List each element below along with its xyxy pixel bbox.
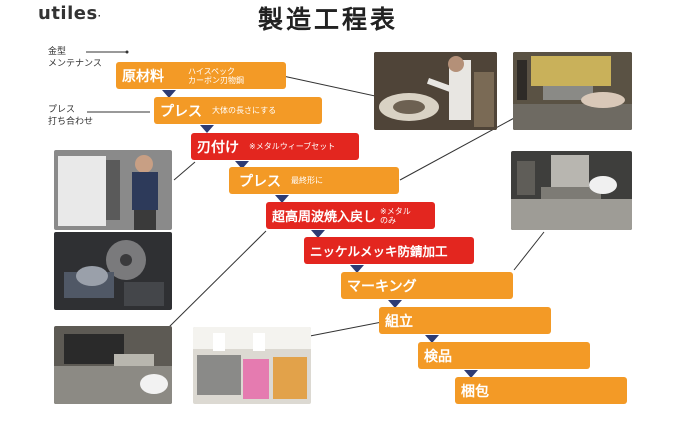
step-label: ニッケルメッキ防錆加工: [310, 244, 448, 259]
down-arrow-icon: [311, 230, 325, 238]
step-label: 原材料: [122, 68, 164, 85]
down-arrow-icon: [350, 265, 364, 273]
down-arrow-icon: [425, 335, 439, 343]
brand-logo: utiles.: [38, 3, 101, 24]
step-label: 組立: [385, 313, 413, 330]
down-arrow-icon: [275, 195, 289, 203]
down-arrow-icon: [162, 90, 176, 98]
step-note: 大体の長さにする: [212, 106, 277, 115]
step-label: プレス: [160, 103, 202, 120]
note-mold-line2: メンテナンス: [48, 59, 102, 69]
down-arrow-icon: [388, 300, 402, 308]
step-note: 最終形に: [291, 176, 323, 185]
photo-marking-machine: [54, 326, 172, 404]
page-title: 製造工程表: [258, 5, 399, 34]
step-assembly: 組立: [379, 307, 551, 334]
step-marking: マーキング: [341, 272, 513, 299]
photo-press-machine-1: [513, 52, 632, 130]
step-label: 検品: [424, 348, 452, 365]
note-press-line2: 打ち合わせ: [48, 117, 94, 127]
step-label: 超高周波焼入戻し: [272, 210, 377, 225]
photo-assembly-parts: [193, 327, 311, 404]
photo-raw-material-handling: [374, 52, 497, 130]
step-label: プレス: [239, 173, 281, 190]
step-label: 梱包: [461, 383, 489, 400]
step-note: ハイスペック カーボン刃物鋼: [188, 66, 244, 85]
note-mold-line1: 金型: [48, 47, 67, 57]
photo-press-machine-2: [511, 151, 632, 230]
step-packing: 梱包: [455, 377, 627, 404]
step-label: 刃付け: [197, 139, 239, 156]
down-arrow-icon: [200, 125, 214, 133]
step-press-2: プレス 最終形に: [229, 167, 399, 194]
photo-grinding-work: [54, 232, 172, 310]
step-hardening: 超高周波焼入戻し ※メタル のみ: [266, 202, 435, 229]
step-inspection: 検品: [418, 342, 590, 369]
down-arrow-icon: [464, 370, 478, 378]
note-press-line1: プレス: [48, 105, 76, 115]
step-press-1: プレス 大体の長さにする: [154, 97, 322, 124]
step-nickel-plating: ニッケルメッキ防錆加工: [304, 237, 474, 264]
down-arrow-icon: [235, 161, 249, 169]
brand-name: utiles: [38, 3, 98, 24]
brand-mark: .: [97, 9, 102, 19]
photo-sharpening-worker: [54, 150, 172, 230]
note-mold-maintenance: 金型 メンテナンス: [48, 46, 102, 70]
step-note: ※メタルウィーブセット: [249, 142, 336, 151]
note-press-meeting: プレス 打ち合わせ: [48, 104, 93, 128]
step-note: ※メタル のみ: [380, 206, 411, 225]
step-label: マーキング: [347, 278, 417, 295]
step-sharpening: 刃付け ※メタルウィーブセット: [191, 133, 359, 160]
step-raw-material: 原材料 ハイスペック カーボン刃物鋼: [116, 62, 286, 89]
